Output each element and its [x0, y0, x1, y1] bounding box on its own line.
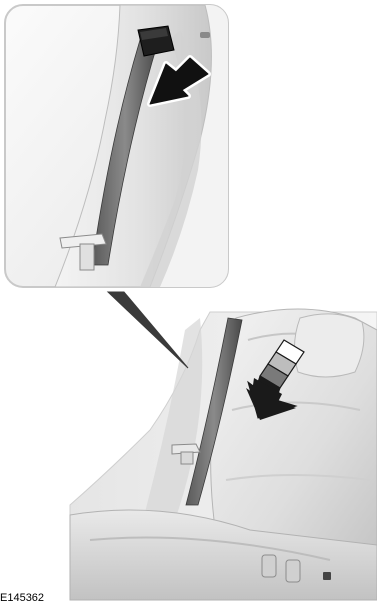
figure-id-label: E145362	[0, 592, 44, 605]
detail-inset	[5, 5, 228, 287]
headrest	[294, 314, 363, 377]
callout-leader	[108, 292, 188, 368]
seat-belt-height-adjuster-icon	[138, 26, 174, 56]
main-scene	[70, 309, 377, 600]
